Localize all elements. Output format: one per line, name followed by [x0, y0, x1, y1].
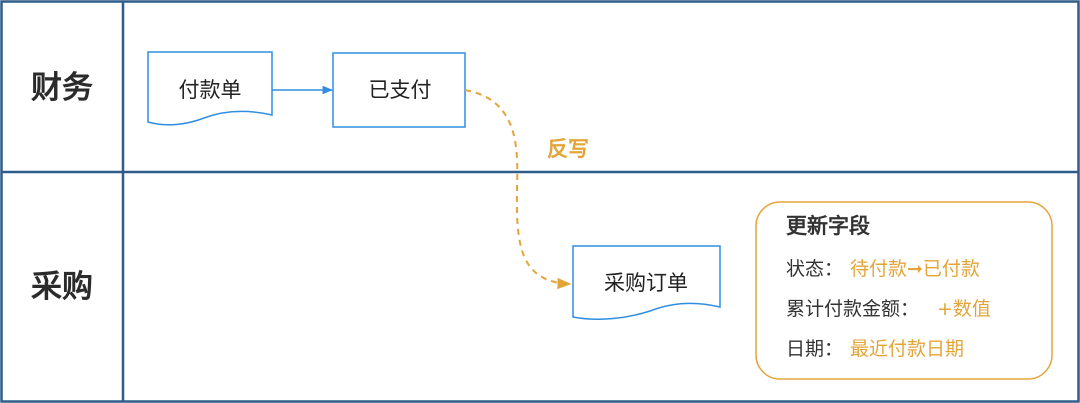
note-row-key: 累计付款金额：	[786, 298, 919, 320]
lane-label-finance: 财务	[31, 70, 93, 106]
node-payment-slip[interactable]: 付款单	[147, 51, 273, 126]
edge-writeback-label: 反写	[547, 137, 589, 161]
note-row-value: 最近付款日期	[850, 338, 964, 360]
note-row-value: +数值	[937, 298, 991, 320]
document-shape	[572, 245, 721, 320]
note-row-value: 待付款➞已付款	[850, 258, 980, 280]
process-shape	[332, 52, 466, 128]
note-row-key: 状态：	[786, 258, 843, 280]
node-purchase-order[interactable]: 采购订单	[572, 245, 721, 320]
note-row-key: 日期：	[786, 338, 843, 360]
node-paid[interactable]: 已支付	[332, 52, 466, 128]
node-purchase-order-label: 采购订单	[604, 271, 688, 295]
note-title: 更新字段	[786, 214, 870, 238]
update-fields-note: 更新字段 状态： 待付款➞已付款 累计付款金额： +数值 日期： 最近付款日期	[755, 201, 1053, 380]
node-payment-slip-label: 付款单	[179, 78, 242, 102]
node-paid-label: 已支付	[369, 78, 432, 102]
note-frame	[755, 201, 1053, 380]
lane-label-purchasing: 采购	[31, 269, 93, 305]
document-shape	[147, 51, 273, 126]
edge-writeback	[464, 89, 572, 290]
